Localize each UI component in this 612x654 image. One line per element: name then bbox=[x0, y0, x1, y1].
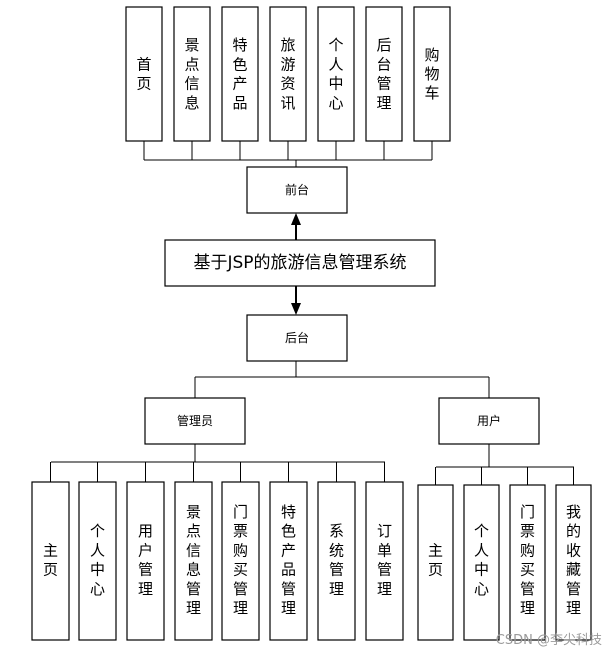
user-item-4: 我的收藏管理 bbox=[555, 484, 592, 641]
frontend-item-7-label: 购物车 bbox=[424, 46, 439, 102]
admin-item-7: 系统管理 bbox=[317, 481, 356, 641]
frontend-item-6: 后台管理 bbox=[365, 6, 403, 142]
admin-node-label: 管理员 bbox=[177, 413, 213, 428]
admin-item-7-label: 系统管理 bbox=[329, 522, 344, 598]
admin-item-4-label: 景点信息管理 bbox=[186, 503, 201, 617]
frontend-item-3: 特色产品 bbox=[221, 6, 259, 142]
user-node: 用户 bbox=[438, 397, 540, 445]
user-node-label: 用户 bbox=[477, 413, 501, 428]
watermark: CSDN @李尖科技 bbox=[495, 633, 602, 648]
admin-item-8-label: 订单管理 bbox=[377, 522, 392, 598]
admin-item-4: 景点信息管理 bbox=[174, 481, 213, 641]
frontend-item-6-label: 后台管理 bbox=[376, 36, 391, 112]
frontend-item-3-label: 特色产品 bbox=[232, 36, 247, 112]
user-item-3: 门票购买管理 bbox=[509, 484, 546, 641]
user-item-3-label: 门票购买管理 bbox=[520, 503, 535, 617]
admin-item-8: 订单管理 bbox=[365, 481, 404, 641]
admin-item-2: 个人中心 bbox=[78, 481, 117, 641]
frontend-item-2-label: 景点信息 bbox=[184, 36, 199, 112]
frontend-item-4: 旅游资讯 bbox=[269, 6, 307, 142]
admin-item-1-label: 主页 bbox=[43, 541, 58, 578]
frontend-item-2: 景点信息 bbox=[173, 6, 211, 142]
admin-item-3-label: 用户管理 bbox=[138, 522, 153, 598]
arrow-head-up bbox=[291, 213, 301, 225]
admin-item-6-label: 特色产品管理 bbox=[281, 503, 296, 617]
user-item-1-label: 主页 bbox=[428, 541, 443, 578]
user-item-4-label: 我的收藏管理 bbox=[566, 503, 581, 617]
admin-item-5-label: 门票购买管理 bbox=[233, 503, 248, 617]
admin-item-1: 主页 bbox=[31, 481, 70, 641]
title-node-label: 基于JSP的旅游信息管理系统 bbox=[193, 253, 406, 273]
admin-item-5: 门票购买管理 bbox=[221, 481, 260, 641]
admin-item-3: 用户管理 bbox=[126, 481, 165, 641]
arrow-head-down bbox=[291, 303, 301, 315]
title-node: 基于JSP的旅游信息管理系统 bbox=[164, 239, 436, 287]
backend-node-label: 后台 bbox=[285, 330, 309, 345]
frontend-node: 前台 bbox=[246, 166, 348, 214]
user-item-2-label: 个人中心 bbox=[474, 522, 489, 598]
frontend-node-label: 前台 bbox=[285, 182, 309, 197]
frontend-item-5-label: 个人中心 bbox=[328, 36, 343, 112]
user-item-2: 个人中心 bbox=[463, 484, 500, 641]
frontend-item-7: 购物车 bbox=[413, 6, 451, 142]
user-item-1: 主页 bbox=[417, 484, 454, 641]
frontend-item-1-label: 首页 bbox=[136, 55, 151, 92]
backend-node: 后台 bbox=[246, 314, 348, 362]
frontend-item-4-label: 旅游资讯 bbox=[280, 36, 295, 112]
admin-item-2-label: 个人中心 bbox=[90, 522, 105, 598]
admin-item-6: 特色产品管理 bbox=[269, 481, 308, 641]
frontend-item-1: 首页 bbox=[125, 6, 163, 142]
admin-node: 管理员 bbox=[144, 397, 246, 445]
frontend-item-5: 个人中心 bbox=[317, 6, 355, 142]
